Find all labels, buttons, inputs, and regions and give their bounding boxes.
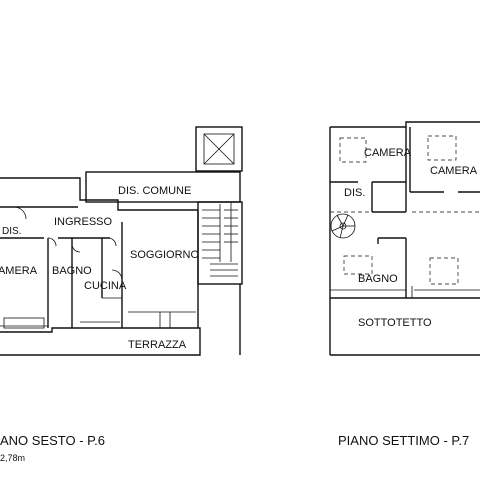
room-label-cucina: CUCINA — [84, 280, 127, 292]
room-label-camera-2: CAMERA — [430, 165, 478, 177]
floor-plan-seventh: CAMERA CAMERA DIS. BAGNO SOTTOTETTO — [329, 121, 480, 356]
room-label-camera-1: CAMERA — [364, 147, 412, 159]
room-label-bagno-7: BAGNO — [358, 273, 398, 285]
room-label-sottotetto: SOTTOTETTO — [358, 317, 432, 329]
floor-height-note: 2,78m — [0, 453, 26, 463]
room-label-camera: CAMERA — [0, 265, 38, 277]
floor-plan-sixth: DIS. COMUNE DIS. INGRESSO CAMERA BAGNO C… — [0, 126, 243, 356]
room-label-terrazza: TERRAZZA — [128, 339, 187, 351]
room-label-ingresso: INGRESSO — [54, 216, 113, 228]
room-label-dis: DIS. — [2, 226, 21, 237]
floor-caption-seventh: PIANO SETTIMO - P.7 — [338, 433, 470, 448]
room-label-bagno: BAGNO — [52, 265, 92, 277]
room-label-dis-comune: DIS. COMUNE — [118, 185, 191, 197]
room-label-soggiorno: SOGGIORNO — [130, 249, 200, 261]
room-label-dis-7: DIS. — [344, 187, 365, 199]
common-corridor — [85, 171, 241, 203]
elevator-shaft — [195, 126, 243, 172]
floor-caption-sixth: ANO SESTO - P.6 — [0, 433, 106, 448]
